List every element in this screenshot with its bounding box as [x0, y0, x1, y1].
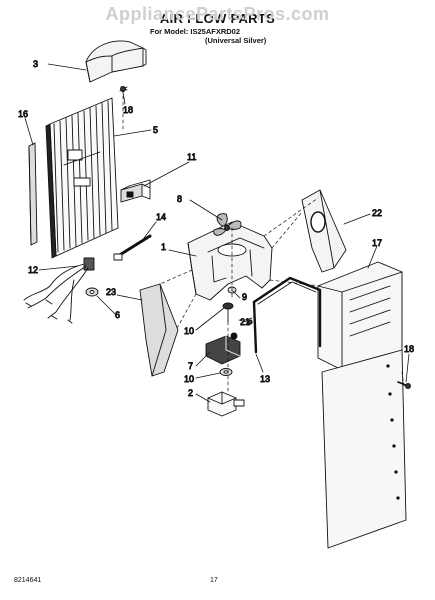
callout-13: 13 — [260, 374, 270, 384]
part-foam-strip — [28, 142, 38, 246]
part-fan-motor — [205, 332, 241, 365]
part-sensor-bracket — [120, 179, 151, 203]
part-screw-right — [397, 381, 411, 389]
callout-numbers: 3 16 18 5 11 8 22 14 1 17 12 23 9 6 21 1… — [18, 59, 415, 399]
callout-7: 7 — [188, 361, 193, 371]
part-evaporator-cover — [45, 97, 119, 259]
callout-12: 12 — [28, 265, 38, 275]
part-motor-bracket — [207, 391, 245, 417]
leader-lines — [24, 63, 410, 403]
part-gasket-frame — [252, 276, 322, 354]
callout-14: 14 — [156, 212, 166, 222]
part-grommet — [85, 287, 99, 297]
part-air-housing — [187, 221, 273, 301]
callout-9: 9 — [242, 292, 247, 302]
callout-8: 8 — [177, 194, 182, 204]
assembly-guide-lines — [122, 89, 405, 393]
page-number: 17 — [210, 577, 218, 584]
part-side-foam — [139, 283, 179, 377]
part-screw-top — [119, 86, 128, 92]
document-number: 8214641 — [14, 577, 42, 584]
callout-2: 2 — [188, 388, 193, 398]
callout-18-right: 18 — [404, 344, 414, 354]
part-duct-cover — [85, 40, 147, 83]
model-info: For Model: IS25AFXRD02 (Universal Silver… — [150, 27, 266, 45]
callout-16: 16 — [18, 109, 28, 119]
callout-5: 5 — [153, 125, 158, 135]
part-lower-grommet — [219, 368, 233, 376]
callout-6: 6 — [115, 310, 120, 320]
callout-10-lower: 10 — [184, 374, 194, 384]
variant-line: (Universal Silver) — [205, 36, 267, 45]
part-wiring-harness — [23, 257, 95, 324]
callout-11: 11 — [187, 152, 196, 162]
part-heater-rod — [113, 234, 152, 261]
model-line: For Model: IS25AFXRD02 — [150, 27, 241, 36]
callout-1: 1 — [161, 242, 166, 252]
callout-3: 3 — [33, 59, 38, 69]
callout-10-upper: 10 — [184, 326, 194, 336]
callout-17: 17 — [372, 238, 382, 248]
callout-22: 22 — [372, 208, 382, 218]
part-damper-duct — [301, 189, 347, 273]
callout-18-top: 18 — [123, 105, 133, 115]
part-back-panel — [317, 261, 407, 549]
callout-23: 23 — [106, 287, 116, 297]
page-title: AIR FLOW PARTS — [159, 11, 276, 26]
callout-21: 21 — [240, 317, 250, 327]
